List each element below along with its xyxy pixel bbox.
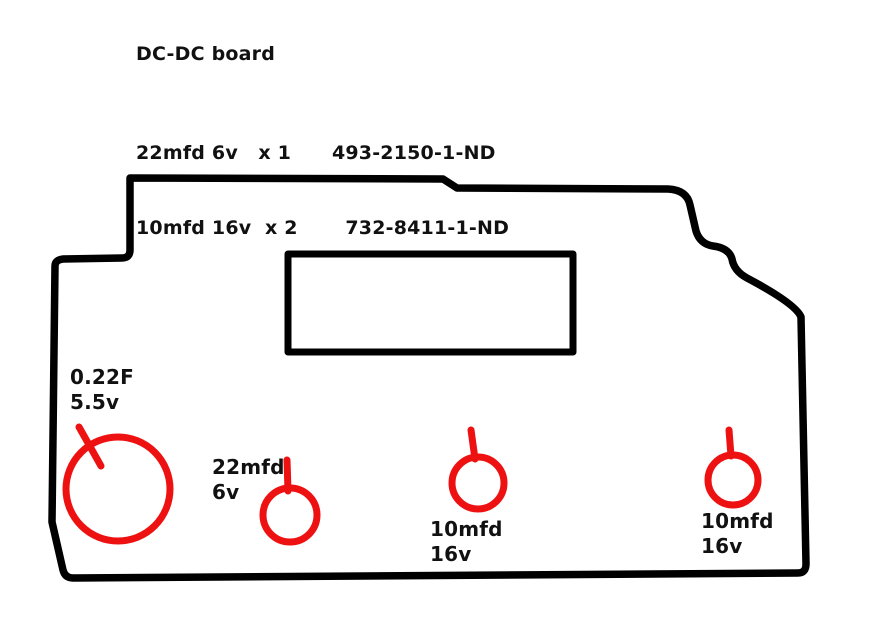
parts-list-line-2: 10mfd 16v x 2 732-8411-1-ND — [136, 217, 510, 239]
board-cutout — [284, 250, 577, 356]
cap-marker-3-icon — [448, 453, 508, 513]
cap-marker-4-icon — [704, 451, 762, 509]
capacitor-label-3: 10mfd 16v — [430, 517, 503, 566]
capacitor-markers — [62, 423, 762, 546]
cap-marker-2-icon — [259, 484, 321, 546]
parts-list: 22mfd 6v x 1 493-2150-1-ND 10mfd 16v x 2… — [136, 91, 509, 291]
cap-marker-1-icon — [62, 433, 174, 545]
capacitor-label-1: 0.22F 5.5v — [70, 365, 135, 414]
board-outline — [48, 174, 810, 582]
diagram-title: DC-DC board — [136, 43, 276, 65]
parts-list-line-1: 22mfd 6v x 1 493-2150-1-ND — [136, 142, 496, 164]
capacitor-label-4: 10mfd 16v — [701, 509, 774, 558]
capacitor-label-2: 22mfd 6v — [212, 455, 285, 504]
